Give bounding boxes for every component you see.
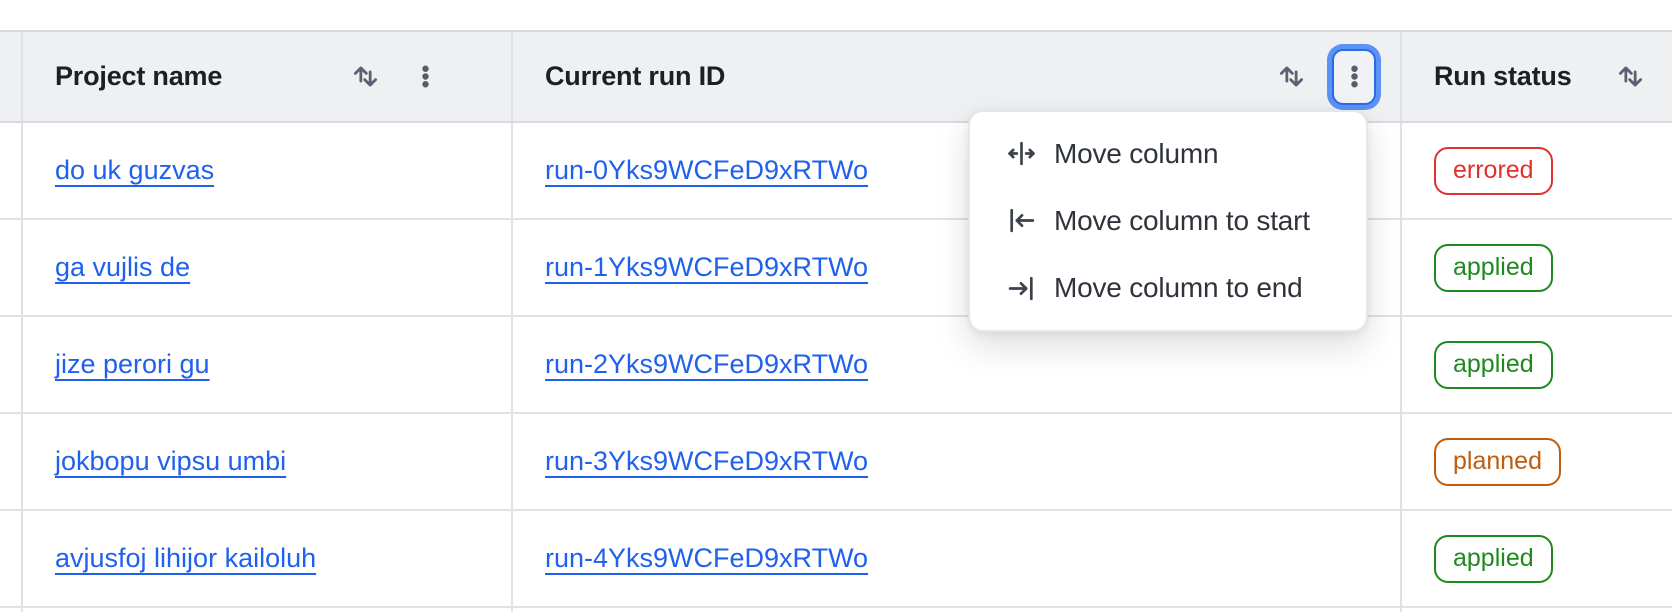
menu-item-label: Move column to start — [1054, 204, 1310, 236]
project-link[interactable]: ga vujlis de — [55, 252, 191, 282]
header-spacer-cell — [0, 32, 23, 121]
run-id-link[interactable]: run-3Yks9WCFeD9xRTWo — [545, 446, 869, 476]
table-row: do uk guzvas run-0Yks9WCFeD9xRTWo errore… — [0, 123, 1672, 220]
kebab-menu-icon[interactable] — [406, 49, 444, 105]
run-id-link[interactable]: run-2Yks9WCFeD9xRTWo — [545, 349, 869, 379]
table-row: avjusfoj lihijor kailoluh run-4Yks9WCFeD… — [0, 511, 1672, 608]
column-title: Current run ID — [545, 61, 726, 91]
run-id-link[interactable]: run-0Yks9WCFeD9xRTWo — [545, 155, 869, 185]
menu-item-move-column-to-start[interactable]: Move column to start — [970, 187, 1366, 254]
move-column-to-end-icon — [1006, 273, 1037, 304]
project-link[interactable]: do uk guzvas — [55, 155, 215, 185]
column-title: Project name — [55, 61, 223, 91]
sort-arrows-icon[interactable] — [1611, 49, 1649, 105]
project-link[interactable]: jize perori gu — [55, 349, 210, 379]
data-table: Project name Current run ID — [0, 30, 1672, 612]
menu-item-label: Move column — [1054, 137, 1219, 169]
column-options-menu: Move column Move column to start Move co… — [968, 110, 1368, 332]
menu-item-label: Move column to end — [1054, 272, 1303, 304]
menu-item-move-column[interactable]: Move column — [970, 120, 1366, 187]
status-badge: applied — [1434, 534, 1553, 583]
sort-arrows-icon[interactable] — [1272, 49, 1310, 105]
sort-arrows-icon[interactable] — [346, 49, 384, 105]
project-link[interactable]: jokbopu vipsu umbi — [55, 446, 287, 476]
move-column-icon — [1006, 138, 1037, 169]
table-row-partial — [0, 608, 1672, 612]
run-id-link[interactable]: run-1Yks9WCFeD9xRTWo — [545, 252, 869, 282]
status-badge: applied — [1434, 243, 1553, 292]
header-cell-project-name: Project name — [23, 32, 513, 121]
status-badge: errored — [1434, 146, 1553, 195]
move-column-to-start-icon — [1006, 205, 1037, 236]
status-badge: applied — [1434, 340, 1553, 389]
table-header-row: Project name Current run ID — [0, 30, 1672, 123]
header-cell-current-run-id: Current run ID — [513, 32, 1402, 121]
table-row: jokbopu vipsu umbi run-3Yks9WCFeD9xRTWo … — [0, 414, 1672, 511]
kebab-menu-icon-focused[interactable] — [1332, 48, 1376, 105]
table-row: jize perori gu run-2Yks9WCFeD9xRTWo appl… — [0, 317, 1672, 414]
project-link[interactable]: avjusfoj lihijor kailoluh — [55, 543, 317, 573]
run-id-link[interactable]: run-4Yks9WCFeD9xRTWo — [545, 543, 869, 573]
table-row: ga vujlis de run-1Yks9WCFeD9xRTWo applie… — [0, 220, 1672, 317]
column-title: Run status — [1434, 61, 1572, 91]
header-cell-run-status: Run status — [1402, 32, 1672, 121]
status-badge: planned — [1434, 437, 1561, 486]
menu-item-move-column-to-end[interactable]: Move column to end — [970, 255, 1366, 322]
